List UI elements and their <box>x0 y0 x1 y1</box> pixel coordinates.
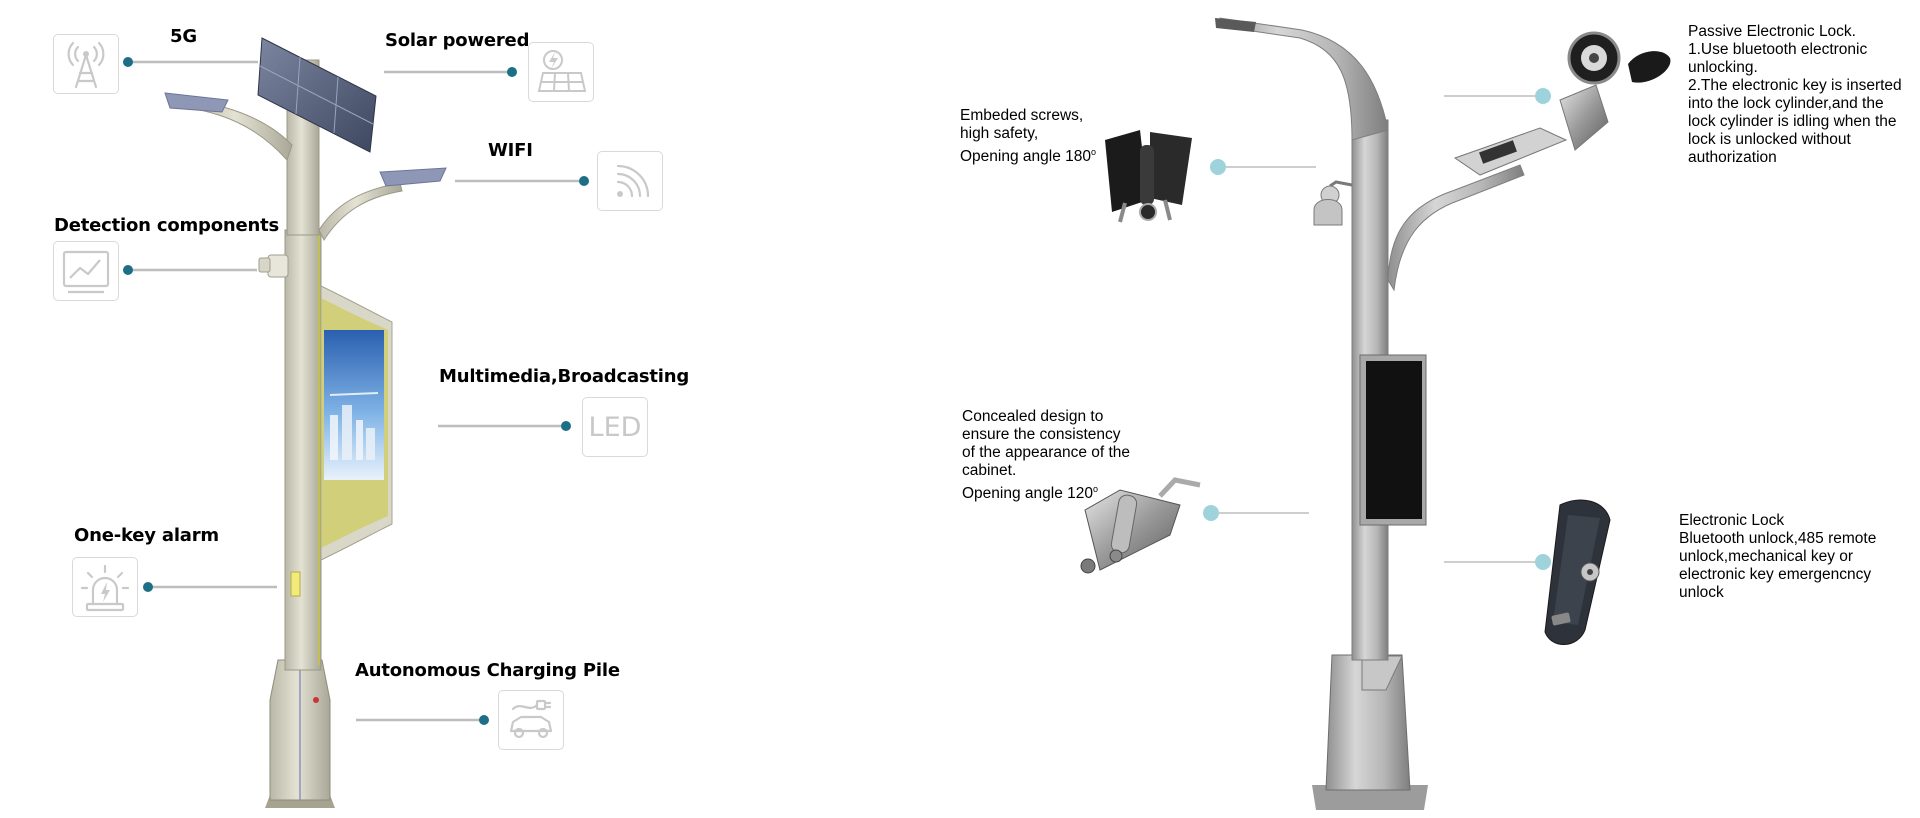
left-callout-lines <box>123 57 589 725</box>
right-callout-lines <box>1203 88 1551 570</box>
label-hinge-180: Embeded screws, high safety, Opening ang… <box>960 107 1097 166</box>
alarm-siren-icon <box>72 557 138 617</box>
label-autonomous-charging-pile: Autonomous Charging Pile <box>355 660 620 681</box>
wifi-icon <box>597 151 663 211</box>
led-icon: LED <box>582 397 648 457</box>
hinge-180-image <box>1105 130 1192 223</box>
ev-charging-icon <box>498 690 564 750</box>
smart-pole-left <box>164 37 447 808</box>
label-passive-electronic-lock: Passive Electronic Lock. 1.Use bluetooth… <box>1688 23 1902 166</box>
label-solar-powered: Solar powered <box>385 30 530 51</box>
led-icon-text: LED <box>588 411 642 443</box>
antenna-tower-icon <box>53 34 119 94</box>
hinge-120-image <box>1080 477 1201 574</box>
line-chart-icon <box>53 241 119 301</box>
smart-pole-right <box>1215 17 1568 810</box>
passive-lock-image <box>1559 31 1671 151</box>
label-detection-components: Detection components <box>54 215 280 236</box>
solar-panel-icon <box>528 42 594 102</box>
electronic-lock-image <box>1544 499 1611 645</box>
label-one-key-alarm: One-key alarm <box>74 525 219 546</box>
label-multimedia-broadcasting: Multimedia,Broadcasting <box>439 366 690 387</box>
label-5g: 5G <box>170 26 197 47</box>
label-electronic-lock: Electronic Lock Bluetooth unlock,485 rem… <box>1679 512 1877 601</box>
label-wifi: WIFI <box>488 140 533 161</box>
label-hinge-120: Concealed design to ensure the consisten… <box>962 408 1131 503</box>
